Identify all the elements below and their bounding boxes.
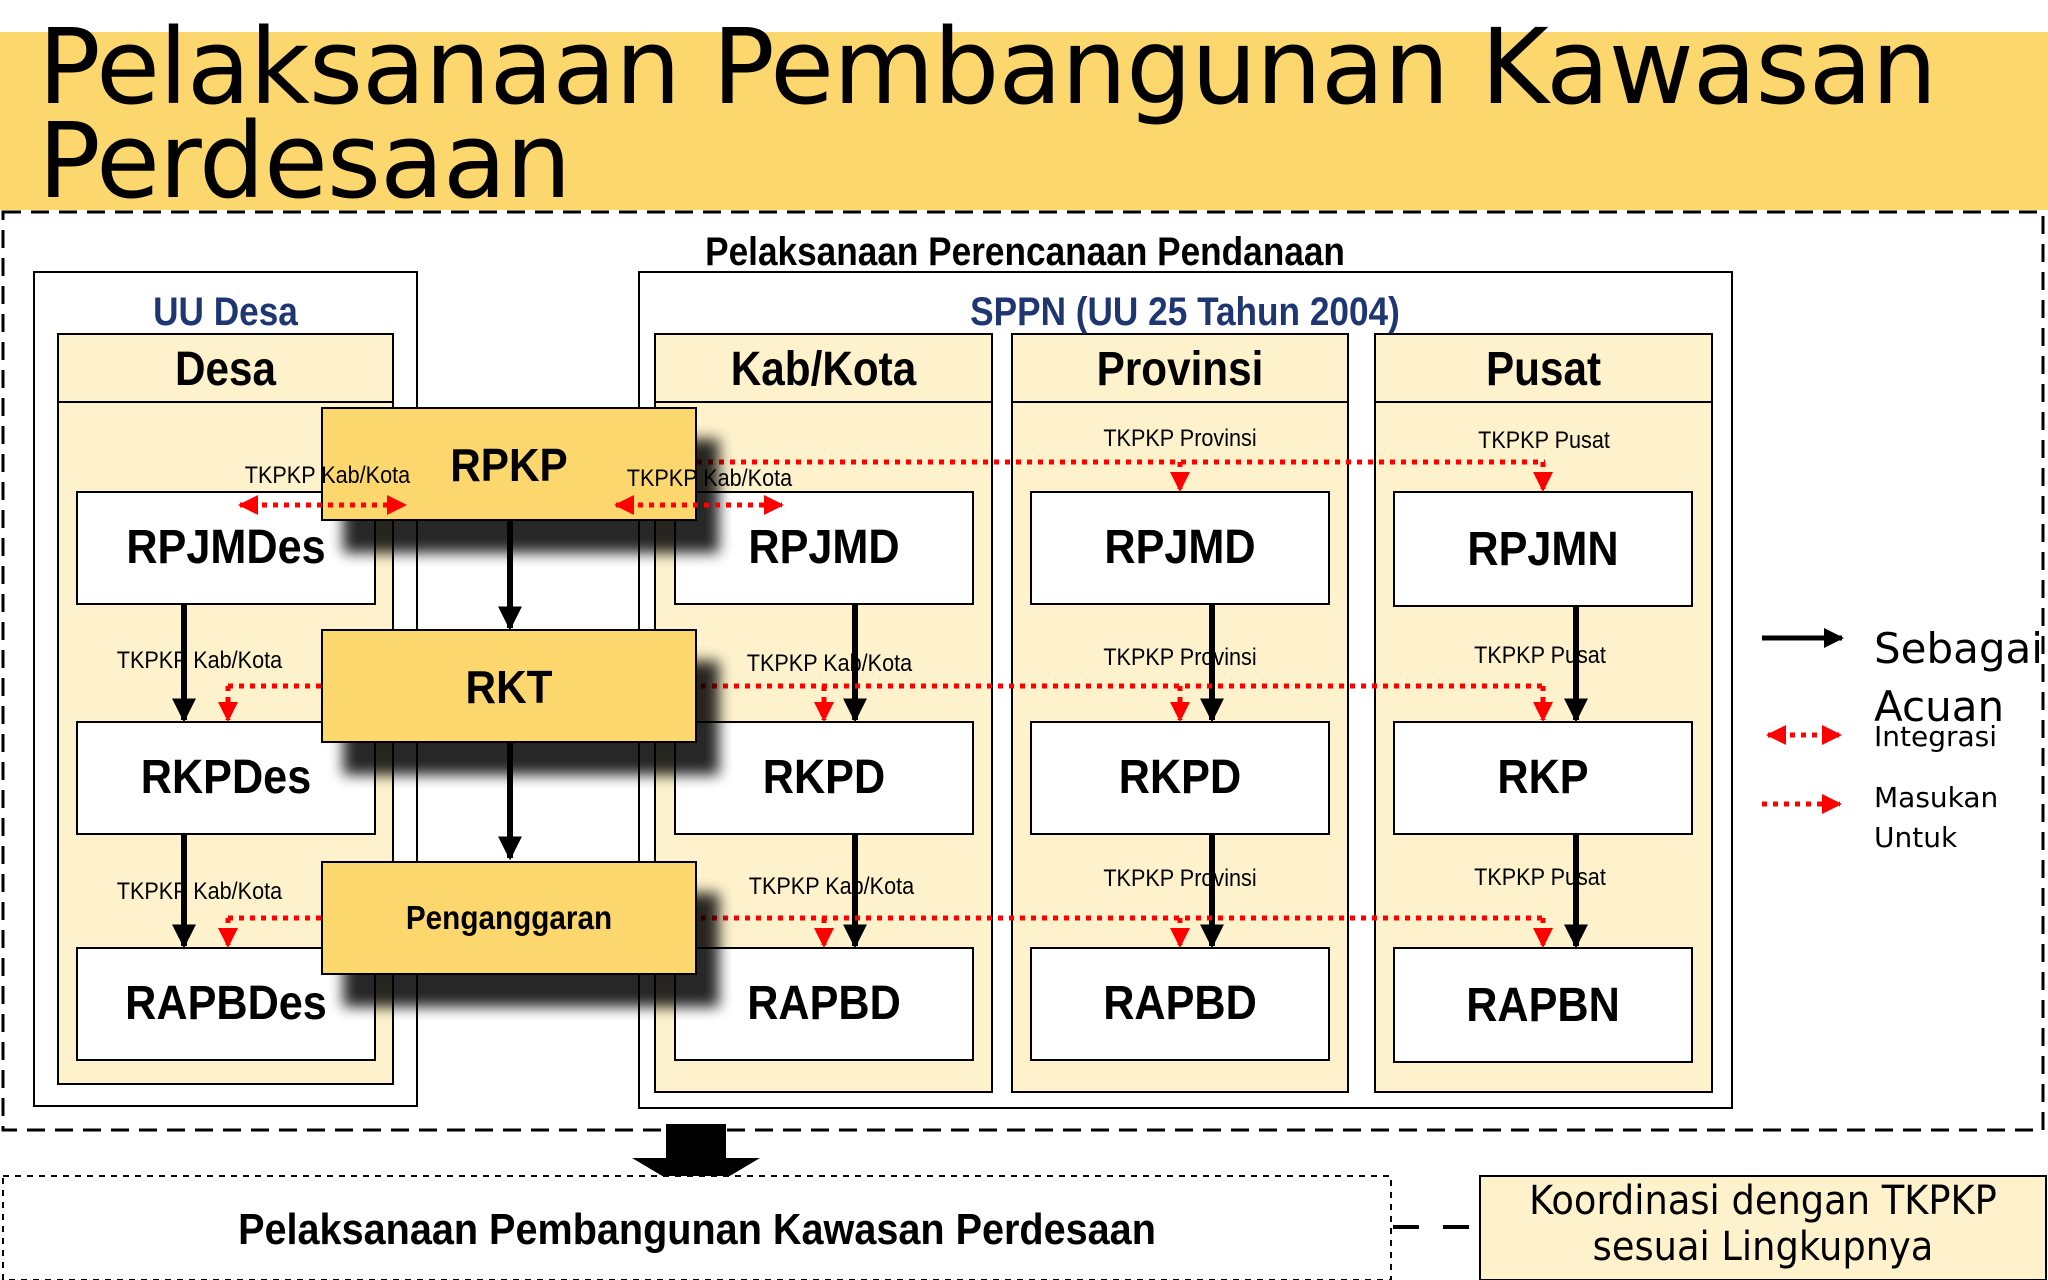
koordinasi-box (1479, 1175, 2047, 1280)
gold-box-penganggaran (321, 861, 697, 975)
bottom-result-box (2, 1175, 1392, 1280)
column-header-desa: Desa (175, 343, 276, 396)
slide-title: Pelaksanaan Pembangunan Kawasan Perdesaa… (38, 6, 1937, 222)
column-header-pusat: Pusat (1485, 343, 1602, 396)
label-rpjmd-prov: RPJMD (1104, 521, 1256, 574)
label-rapbd-prov: RAPBD (1103, 977, 1257, 1030)
tkpkp-desa-bot: TKPKP Kab/Kota (116, 878, 283, 905)
label-penganggaran: Penganggaran (405, 899, 613, 936)
column-header-prov: Provinsi (1096, 343, 1264, 396)
label-rapbn: RAPBN (1466, 979, 1620, 1032)
box-rkpd-prov (1030, 721, 1330, 835)
box-rpjmd-prov (1030, 491, 1330, 605)
uu-desa-label: UU Desa (153, 290, 298, 334)
gold-box-rkt (321, 629, 697, 743)
koordinasi-label: Koordinasi dengan TKPKP sesuai Lingkupny… (1529, 1178, 1997, 1270)
box-rapbd-kab (674, 947, 974, 1061)
main-dashed-frame (1, 210, 2045, 1132)
box-rpjmn (1393, 491, 1693, 607)
label-rpkp: RPKP (450, 439, 568, 491)
tkpkp-prov-top: TKPKP Provinsi (1103, 425, 1257, 452)
tkpkp-pusat-mid: TKPKP Pusat (1474, 642, 1606, 669)
big-down-arrow (632, 1124, 760, 1196)
tkpkp-desa-top: TKPKP Kab/Kota (244, 462, 411, 489)
tkpkp-kab-top: TKPKP Kab/Kota (626, 465, 793, 492)
column-header-kab: Kab/Kota (730, 343, 917, 396)
title-band (0, 32, 2048, 210)
label-rkpdes: RKPDes (140, 751, 312, 804)
label-rkpd-kab: RKPD (762, 751, 886, 804)
box-rkpd-kab (674, 721, 974, 835)
box-rkp (1393, 721, 1693, 835)
legend-acuan-label: Sebagai Acuan (1874, 624, 2043, 731)
tkpkp-pusat-bot: TKPKP Pusat (1474, 864, 1606, 891)
label-rpjmdes: RPJMDes (126, 521, 326, 574)
sppn-label: SPPN (UU 25 Tahun 2004) (970, 290, 1400, 334)
tkpkp-pusat-top: TKPKP Pusat (1478, 427, 1610, 454)
bottom-result-label: Pelaksanaan Pembangunan Kawasan Perdesaa… (238, 1205, 1156, 1254)
legend-masukan-label: Masukan Untuk (1874, 781, 1999, 854)
label-rkp: RKP (1497, 751, 1589, 804)
label-rapbdes: RAPBDes (125, 977, 327, 1030)
label-rkt: RKT (465, 661, 553, 713)
label-rapbd-kab: RAPBD (747, 977, 901, 1030)
tkpkp-prov-mid: TKPKP Provinsi (1103, 644, 1257, 671)
box-rapbn (1393, 947, 1693, 1063)
label-rkpd-prov: RKPD (1118, 751, 1242, 804)
tkpkp-kab-bot: TKPKP Kab/Kota (748, 873, 915, 900)
section-title: Pelaksanaan Perencanaan Pendanaan (705, 230, 1345, 274)
legend-integrasi-label: Integrasi (1874, 720, 1998, 753)
tkpkp-prov-bot: TKPKP Provinsi (1103, 865, 1257, 892)
label-rpjmd-kab: RPJMD (748, 521, 900, 574)
tkpkp-kab-mid: TKPKP Kab/Kota (746, 650, 913, 677)
label-rpjmn: RPJMN (1467, 523, 1619, 576)
box-rapbd-prov (1030, 947, 1330, 1061)
tkpkp-desa-mid: TKPKP Kab/Kota (116, 647, 283, 674)
